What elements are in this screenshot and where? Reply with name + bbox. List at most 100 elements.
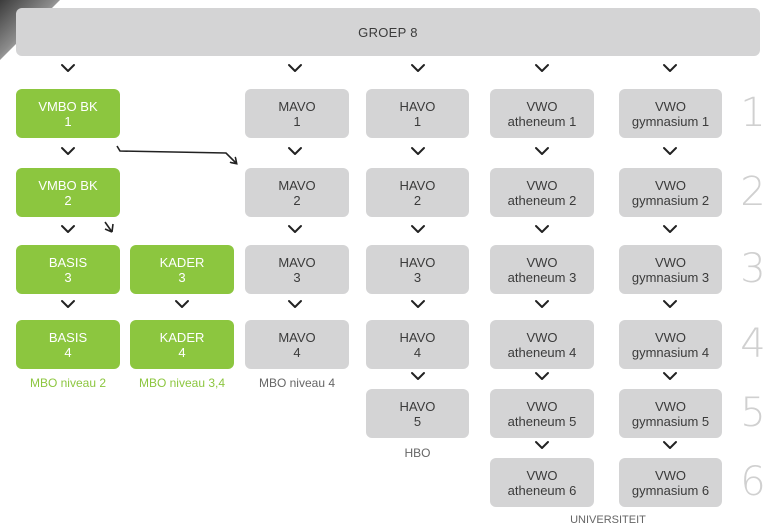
groep-8-header: GROEP 8 [16,8,760,56]
box-basis-3: BASIS 3 [16,245,120,294]
box-year: 4 [178,344,186,360]
box-title: VWO [654,398,687,414]
arrow-icon [116,145,236,163]
chevron-down-icon [288,64,302,72]
box-havo-5: HAVO 5 [366,389,469,438]
chevron-down-icon [288,147,302,155]
box-title: KADER [159,254,205,270]
box-year: 3 [413,269,422,285]
chevron-down-icon [288,300,302,308]
box-title: VWO [654,254,687,270]
chevron-down-icon [61,300,75,308]
box-year: 2 [293,192,301,208]
box-title: VWO [526,329,558,345]
box-vmbo-bk-2: VMBO BK 2 [16,168,120,217]
box-basis-4: BASIS 4 [16,320,120,369]
caption-havo: HBO [404,446,431,460]
chevron-down-icon [663,147,677,155]
chevron-down-icon [663,300,677,308]
box-year: 2 [64,192,72,208]
box-title: HAVO [399,398,436,414]
box-title: MAVO [278,177,316,193]
box-year: 1 [293,113,301,129]
chevron-down-icon [411,64,425,72]
box-year: atheneum 6 [507,482,577,498]
box-year: atheneum 3 [507,269,577,285]
chevron-down-icon [175,300,189,308]
box-title: VWO [526,177,558,193]
box-title: VWO [654,98,687,114]
box-vwo-gymnasium-4: VWO gymnasium 4 [619,320,722,369]
year-number-2: 2 [740,169,765,215]
box-title: VWO [654,467,687,483]
box-title: HAVO [399,329,436,345]
chevron-down-icon [663,441,677,449]
box-title: MAVO [278,329,316,345]
chevron-down-icon [61,225,75,233]
box-title: VWO [526,467,558,483]
caption-mavo: MBO niveau 4 [258,376,336,390]
chevron-down-icon [535,64,549,72]
chevron-down-icon [663,64,677,72]
box-year: 1 [64,113,72,129]
groep-8-label: GROEP 8 [358,24,418,40]
box-vwo-gymnasium-1: VWO gymnasium 1 [619,89,722,138]
box-mavo-1: MAVO 1 [245,89,349,138]
box-vwo-atheneum-2: VWO atheneum 2 [490,168,594,217]
box-vwo-atheneum-3: VWO atheneum 3 [490,245,594,294]
box-year: gymnasium 5 [631,413,710,429]
box-vwo-gymnasium-2: VWO gymnasium 2 [619,168,722,217]
box-mavo-4: MAVO 4 [245,320,349,369]
box-year: gymnasium 3 [631,269,710,285]
year-number-5: 5 [740,390,765,436]
box-year: 3 [293,269,301,285]
box-year: 4 [293,344,301,360]
box-title: VWO [526,254,558,270]
box-year: atheneum 4 [507,344,577,360]
box-vwo-gymnasium-5: VWO gymnasium 5 [619,389,722,438]
box-havo-4: HAVO 4 [366,320,469,369]
box-title: HAVO [399,177,436,193]
box-havo-2: HAVO 2 [366,168,469,217]
box-title: VWO [654,329,687,345]
box-title: VWO [654,177,687,193]
year-number-1: 1 [740,90,765,136]
box-havo-3: HAVO 3 [366,245,469,294]
box-title: VWO [526,398,558,414]
box-year: atheneum 5 [507,413,577,429]
caption-basis: MBO niveau 2 [29,376,107,390]
chevron-down-icon [61,147,75,155]
caption-kader: MBO niveau 3,4 [138,376,226,390]
box-vwo-atheneum-1: VWO atheneum 1 [490,89,594,138]
box-year: 4 [64,344,72,360]
chevron-down-icon [535,147,549,155]
box-title: MAVO [278,98,316,114]
chevron-down-icon [535,372,549,380]
box-year: atheneum 1 [507,113,577,129]
arrow-icon [104,223,114,233]
box-mavo-2: MAVO 2 [245,168,349,217]
box-year: atheneum 2 [507,192,577,208]
box-kader-3: KADER 3 [130,245,234,294]
chevron-down-icon [535,225,549,233]
chevron-down-icon [288,225,302,233]
arrow-icon [104,221,113,233]
box-title: KADER [159,329,205,345]
box-year: 3 [64,269,72,285]
chevron-down-icon [535,300,549,308]
box-havo-1: HAVO 1 [366,89,469,138]
box-mavo-3: MAVO 3 [245,245,349,294]
chevron-down-icon [411,300,425,308]
box-year: 2 [413,192,422,208]
year-number-3: 3 [740,246,765,292]
box-title: MAVO [278,254,316,270]
year-number-4: 4 [740,321,765,367]
box-title: VMBO BK [38,98,98,114]
chevron-down-icon [663,372,677,380]
box-vwo-atheneum-5: VWO atheneum 5 [490,389,594,438]
chevron-down-icon [535,441,549,449]
chevron-down-icon [61,64,75,72]
box-year: 5 [413,413,422,429]
box-title: VMBO BK [38,177,98,193]
